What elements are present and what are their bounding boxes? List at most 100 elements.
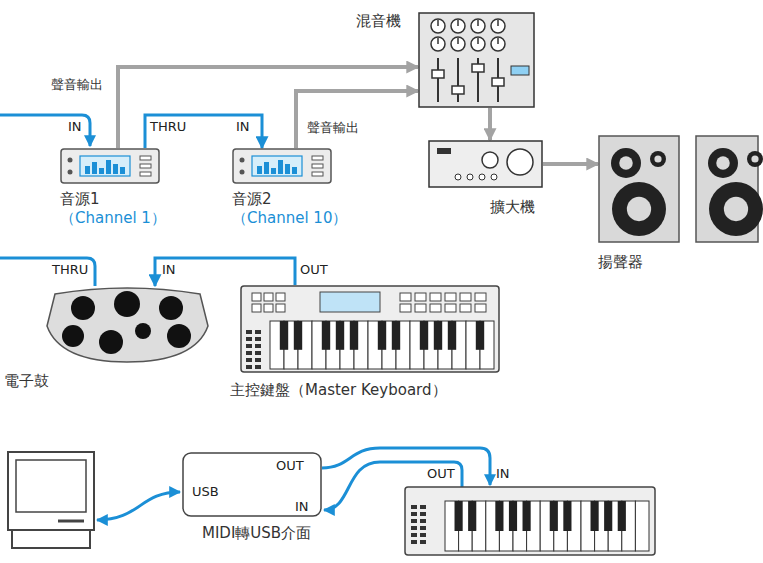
node-label: 混音機: [356, 12, 401, 30]
node-label: 音源1: [60, 190, 100, 208]
keyboard-icon-part: [563, 501, 571, 531]
speakers-art-part: [650, 151, 666, 167]
keyboard-icon-part: [405, 487, 655, 555]
keyboard-icon-part: [455, 501, 463, 531]
node-label: 主控鍵盤（Master Keyboard）: [230, 381, 447, 399]
mixer-art-part: [497, 20, 499, 26]
electronic-drum-art-part: [135, 323, 151, 339]
electronic-drum-art-part: [159, 296, 183, 320]
keyboard-icon-part: [604, 501, 612, 531]
master-keyboard-art: [240, 285, 500, 373]
sound-module-art-part: [292, 167, 297, 174]
speakers-art-part: [708, 148, 738, 178]
electronic-drum-art-part: [62, 325, 84, 347]
speakers-art-part: [599, 136, 679, 242]
signal-connector: [296, 91, 418, 148]
electronic-drum: 電子鼓: [45, 286, 210, 362]
speakers-art-part: [747, 151, 763, 167]
midi-wire-part: [322, 448, 490, 485]
mixer-art-part: [492, 78, 504, 86]
master-keyboard-art-part: [246, 337, 252, 341]
node-label: 擴大機: [490, 198, 535, 216]
edge-label: 聲音輸出: [306, 121, 360, 136]
electronic-drum-art: [45, 286, 210, 362]
speakers-art: [598, 135, 758, 243]
master-keyboard-art-part: [264, 293, 273, 301]
sound-module-art-part: [285, 164, 290, 174]
master-keyboard-art-part: [378, 321, 386, 350]
speakers-art-part: [751, 155, 758, 162]
master-keyboard-art-part: [400, 293, 411, 301]
master-keyboard-art-part: [255, 330, 261, 334]
master-keyboard-art-part: [255, 365, 261, 369]
master-keyboard-art-part: [246, 330, 252, 334]
keyboard-icon-part: [509, 501, 517, 531]
master-keyboard-art-part: [475, 304, 486, 312]
node-label: （Channel 10）: [232, 209, 347, 227]
computer-icon: [8, 452, 94, 548]
mixer-art: [418, 12, 535, 108]
sound-module-art: [232, 148, 332, 184]
sound-module-art-part: [252, 156, 302, 176]
mixer-art-part: [477, 38, 479, 44]
master-keyboard-art-part: [246, 365, 252, 369]
port-label: IN: [68, 120, 82, 135]
mixer: 混音機: [418, 12, 535, 108]
keyboard-icon-part: [411, 519, 417, 523]
node-label: 揚聲器: [598, 253, 643, 271]
keyboard-icon-part: [523, 501, 531, 531]
mixer-art-part: [471, 37, 485, 51]
speakers-art-part: [654, 155, 661, 162]
amplifier-art-part: [437, 148, 451, 154]
master-keyboard-art-part: [320, 292, 380, 312]
mixer-art-part: [419, 13, 534, 107]
usb-cable-part: [97, 492, 180, 520]
master-keyboard-art-part: [252, 304, 261, 312]
port-label: USB: [192, 485, 219, 500]
master-keyboard-art-part: [280, 321, 288, 350]
mixer-art-part: [491, 37, 505, 51]
amplifier-art-part: [482, 152, 498, 168]
amplifier-art-part: [507, 149, 533, 175]
node-label: 音源2: [232, 190, 272, 208]
sound-module-art-part: [92, 162, 97, 174]
node-label: MIDI轉USB介面: [202, 524, 311, 542]
master-keyboard-art-part: [255, 351, 261, 355]
mixer-art-part: [452, 86, 464, 94]
mixer-art-part: [471, 19, 485, 33]
keyboard-icon-part: [411, 533, 417, 537]
electronic-drum-art-part: [99, 330, 123, 354]
mixer-art-part: [491, 19, 505, 33]
keyboard-icon-part: [550, 501, 558, 531]
amplifier-art: [428, 140, 543, 188]
port-label: IN: [162, 263, 176, 278]
computer-icon-part: [58, 520, 84, 523]
master-keyboard-art-part: [430, 304, 441, 312]
mixer-art-part: [457, 38, 459, 44]
mixer-art-part: [432, 70, 444, 78]
signal-connector: [145, 115, 262, 148]
master-keyboard-art-part: [415, 304, 426, 312]
sound-module-art-part: [113, 164, 118, 174]
sound-module-art-part: [120, 167, 125, 174]
amplifier-art-part: [479, 174, 485, 180]
keyboard-icon-part: [420, 526, 426, 530]
keyboard-icon-part: [420, 533, 426, 537]
speakers-art-part: [627, 197, 651, 221]
edge-label: 聲音輸出: [50, 78, 104, 93]
keyboard-icon-part: [468, 501, 476, 531]
keyboard-icon-part: [411, 512, 417, 516]
mixer-art-part: [437, 58, 439, 102]
electronic-drum-art-part: [47, 288, 208, 362]
port-label: OUT: [427, 467, 455, 482]
speakers: 揚聲器: [598, 135, 758, 243]
sound-module-art-part: [312, 156, 323, 160]
signal-connector: [543, 162, 598, 166]
mixer-art-part: [451, 19, 465, 33]
master-keyboard-art-part: [246, 344, 252, 348]
sound-module-art-part: [106, 160, 111, 174]
sound-module-art-part: [61, 149, 159, 183]
amplifier-art-part: [491, 174, 497, 180]
